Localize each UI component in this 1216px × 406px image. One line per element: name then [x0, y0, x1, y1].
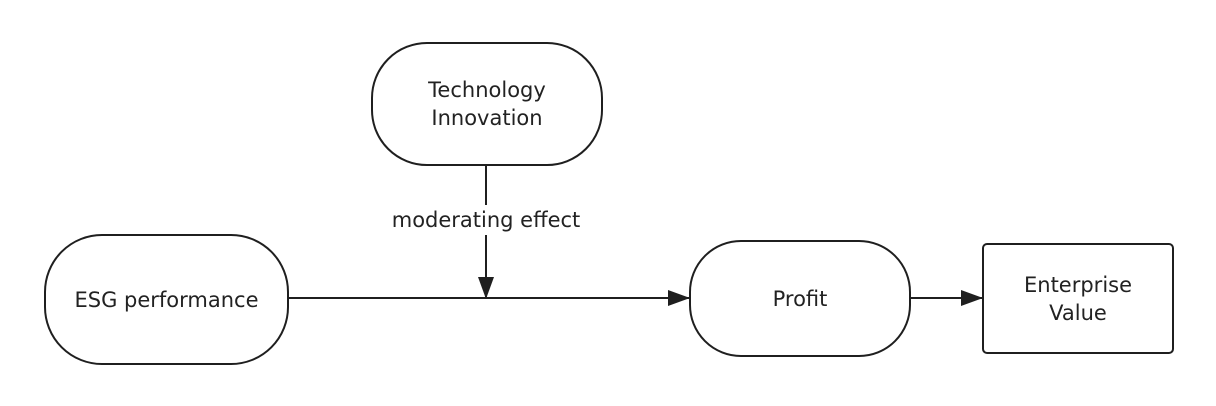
node-esg-performance-label: ESG performance: [74, 287, 259, 312]
node-technology-innovation-line1: Technology: [428, 78, 546, 102]
node-profit[interactable]: Profit: [689, 240, 911, 357]
node-technology-innovation-line2: Innovation: [431, 106, 543, 130]
edge-label-moderating-effect: moderating effect: [386, 205, 586, 235]
node-profit-label: Profit: [772, 286, 828, 311]
node-enterprise-value-line2: Value: [1049, 300, 1107, 325]
node-enterprise-value[interactable]: Enterprise Value: [982, 243, 1174, 354]
node-technology-innovation[interactable]: Technology Innovation: [371, 42, 603, 166]
node-enterprise-value-line1: Enterprise: [1023, 272, 1133, 297]
node-esg-performance[interactable]: ESG performance: [44, 234, 289, 365]
